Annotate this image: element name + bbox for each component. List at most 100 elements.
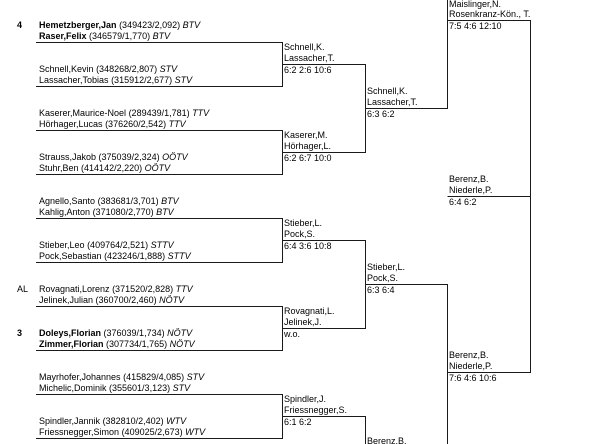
match-score: 6:2 2:6 10:6 — [284, 65, 332, 75]
match-score: 7:6 4:6 10:6 — [449, 373, 497, 383]
round3-player: Lassacher,T. — [367, 97, 418, 107]
player-club: NÖTV — [159, 295, 185, 305]
seed-label: 3 — [17, 328, 23, 338]
player-name: Agnello,Santo — [39, 196, 96, 206]
player-name: Friessnegger,Simon — [39, 427, 120, 437]
round5-player: Niederle,P. — [449, 185, 493, 195]
player-ranking: (371520/2,828) — [112, 284, 174, 294]
player-name: Hörhager,Lucas — [39, 119, 103, 129]
round1-player-row: Michelic,Dominik (355601/3,123) STV — [39, 383, 190, 394]
player-ranking: (376039/1,734) — [103, 328, 165, 338]
player-ranking: (349423/2,092) — [119, 20, 181, 30]
player-club: OÖTV — [162, 152, 188, 162]
player-name: Spindler,Jannik — [39, 416, 101, 426]
round4-player: Niederle,P. — [449, 361, 493, 371]
round2-player: Stieber,L. — [284, 218, 323, 228]
round2-player: Lassacher,T. — [284, 53, 335, 63]
match-score: w.o. — [284, 329, 301, 339]
round1-player-row: Pock,Sebastian (423246/1,888) STTV — [39, 251, 191, 262]
player-ranking: (346579/1,770) — [89, 31, 151, 41]
round1-player-row: Stieber,Leo (409764/2,521) STTV — [39, 240, 174, 251]
match-score: 6:4 3:6 10:8 — [284, 241, 332, 251]
player-name: Pock,Sebastian — [39, 251, 102, 261]
player-name: Raser,Felix — [39, 31, 87, 41]
player-ranking: (348268/2,807) — [96, 64, 158, 74]
round1-player-row: Spindler,Jannik (382810/2,402) WTV — [39, 416, 186, 427]
player-club: BTV — [161, 196, 179, 206]
player-club: STTV — [167, 251, 191, 261]
round2-player: Spindler,J. — [284, 394, 327, 404]
round1-player-row: Lassacher,Tobias (315912/2,677) STV — [39, 75, 192, 86]
player-ranking: (289439/1,781) — [128, 108, 190, 118]
player-club: NÖTV — [169, 339, 195, 349]
seed-label: AL — [17, 284, 29, 294]
player-name: Schnell,Kevin — [39, 64, 94, 74]
player-club: STV — [172, 383, 191, 393]
player-name: Rovagnati,Lorenz — [39, 284, 110, 294]
player-name: Strauss,Jakob — [39, 152, 97, 162]
player-club: STTV — [150, 240, 174, 250]
round1-player-row: Zimmer,Florian (307734/1,765) NÖTV — [39, 339, 195, 350]
round2-player: Pock,S. — [284, 229, 316, 239]
round1-player-row: Hörhager,Lucas (376260/2,542) TTV — [39, 119, 186, 130]
round1-player-row: Kahlig,Anton (371080/2,770) BTV — [39, 207, 174, 218]
player-ranking: (415829/4,085) — [123, 372, 185, 382]
player-name: Lassacher,Tobias — [39, 75, 109, 85]
round3-player: Stieber,L. — [367, 262, 406, 272]
player-ranking: (423246/1,888) — [104, 251, 166, 261]
player-name: Stuhr,Ben — [39, 163, 79, 173]
player-ranking: (383681/3,701) — [97, 196, 159, 206]
player-club: BTV — [156, 207, 174, 217]
round1-player-row: Mayrhofer,Johannes (415829/4,085) STV — [39, 372, 204, 383]
round2-player: Hörhager,L. — [284, 141, 332, 151]
player-club: STV — [174, 75, 193, 85]
round2-player: Jelinek,J. — [284, 317, 322, 327]
round2-player: Schnell,K. — [284, 42, 325, 52]
round1-player-row: Schnell,Kevin (348268/2,807) STV — [39, 64, 177, 75]
player-club: WTV — [166, 416, 187, 426]
round2-player: Kaserer,M. — [284, 130, 328, 140]
round4-player: Maislinger,N. — [449, 0, 502, 9]
round1-player-row: Kaserer,Maurice-Noel (289439/1,781) TTV — [39, 108, 209, 119]
player-name: Mayrhofer,Johannes — [39, 372, 121, 382]
round3-player: Pock,S. — [367, 273, 399, 283]
match-score: 6:3 6:2 — [367, 109, 395, 119]
player-name: Doleys,Florian — [39, 328, 102, 338]
player-club: TTV — [175, 284, 193, 294]
player-ranking: (307734/1,765) — [106, 339, 168, 349]
player-club: NÖTV — [167, 328, 193, 338]
round1-player-row: Stuhr,Ben (414142/2,220) OÖTV — [39, 163, 170, 174]
round1-player-row: Strauss,Jakob (375039/2,324) OÖTV — [39, 152, 188, 163]
player-club: BTV — [182, 20, 201, 30]
round1-player-row: Jelinek,Julian (360700/2,460) NÖTV — [39, 295, 184, 306]
player-club: TTV — [192, 108, 210, 118]
player-name: Kahlig,Anton — [39, 207, 91, 217]
seed-label: 4 — [17, 20, 23, 30]
round1-player-row: Agnello,Santo (383681/3,701) BTV — [39, 196, 179, 207]
player-ranking: (360700/2,460) — [95, 295, 157, 305]
round4-player: Rosenkranz-Kön., T. — [449, 9, 531, 19]
player-club: STV — [159, 64, 178, 74]
player-ranking: (371080/2,770) — [92, 207, 154, 217]
player-ranking: (375039/2,324) — [98, 152, 160, 162]
match-score: 6:4 6:2 — [449, 197, 477, 207]
round1-player-row: Raser,Felix (346579/1,770) BTV — [39, 31, 170, 42]
round2-player: Rovagnati,L. — [284, 306, 335, 316]
player-name: Michelic,Dominik — [39, 383, 107, 393]
round3-player: Berenz,B. — [367, 436, 407, 444]
round5-player: Berenz,B. — [449, 174, 489, 184]
match-score: 6:3 6:4 — [367, 285, 395, 295]
match-score: 7:5 4:6 12:10 — [449, 21, 502, 31]
player-ranking: (376260/2,542) — [105, 119, 167, 129]
player-ranking: (315912/2,677) — [111, 75, 173, 85]
round4-player: Berenz,B. — [449, 350, 489, 360]
player-name: Hemetzberger,Jan — [39, 20, 117, 30]
player-name: Kaserer,Maurice-Noel — [39, 108, 127, 118]
player-ranking: (355601/3,123) — [109, 383, 171, 393]
player-name: Jelinek,Julian — [39, 295, 94, 305]
match-score: 6:2 6:7 10:0 — [284, 153, 332, 163]
player-club: OÖTV — [144, 163, 171, 173]
player-ranking: (382810/2,402) — [102, 416, 164, 426]
